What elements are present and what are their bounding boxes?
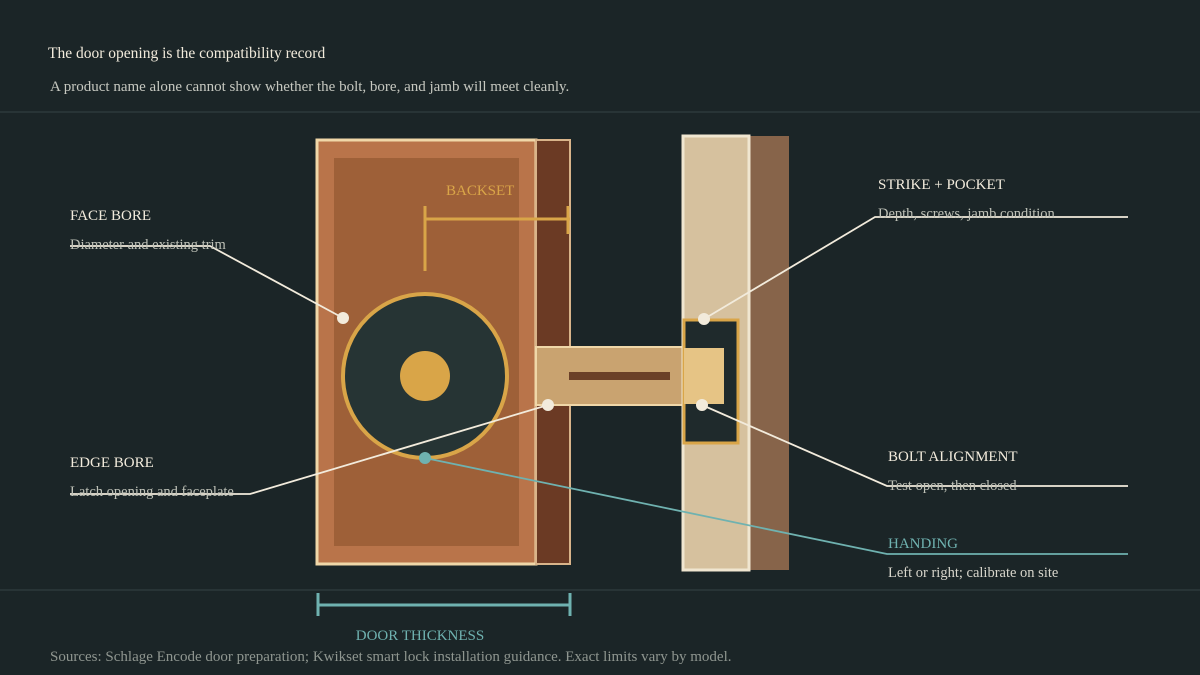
handing-title: HANDING [888,536,958,552]
edge-bore-note: Latch opening and faceplate [70,484,234,500]
backset-label: BACKSET [446,183,514,199]
edge-bore-marker [542,399,554,411]
page-title: The door opening is the compatibility re… [48,45,325,62]
strike-pocket-title: STRIKE + POCKET [878,177,1005,193]
backset-dimension [423,206,570,271]
bolt-tip [684,348,724,404]
handing-marker [419,452,431,464]
bolt-alignment-title: BOLT ALIGNMENT [888,449,1018,465]
page-subtitle: A product name alone cannot show whether… [50,79,569,95]
strike-pocket-note: Depth, screws, jamb condition [878,206,1056,222]
leader-handing [424,457,1128,555]
leader-strike-pocket [703,216,1128,320]
face-bore-note: Diameter and existing trim [70,237,227,253]
bolt-alignment-marker [696,399,708,411]
spindle-hole [400,351,450,401]
bolt-alignment-note: Test open, then closed [888,478,1017,494]
leader-bolt-alignment [701,404,1128,487]
handing-note: Left or right; calibrate on site [888,565,1058,581]
sources-note: Sources: Schlage Encode door preparation… [50,649,732,665]
jamb-back [749,136,789,570]
edge-bore-title: EDGE BORE [70,455,154,471]
bolt-slot [569,372,670,380]
leader-lines [70,216,1128,555]
face-bore-title: FACE BORE [70,208,151,224]
leader-edge-bore [70,404,549,495]
leader-face-bore [70,245,344,319]
face-bore-marker [337,312,349,324]
door-thickness-dimension [316,593,572,616]
door-thickness-label: DOOR THICKNESS [356,628,485,644]
strike-pocket-marker [698,313,710,325]
